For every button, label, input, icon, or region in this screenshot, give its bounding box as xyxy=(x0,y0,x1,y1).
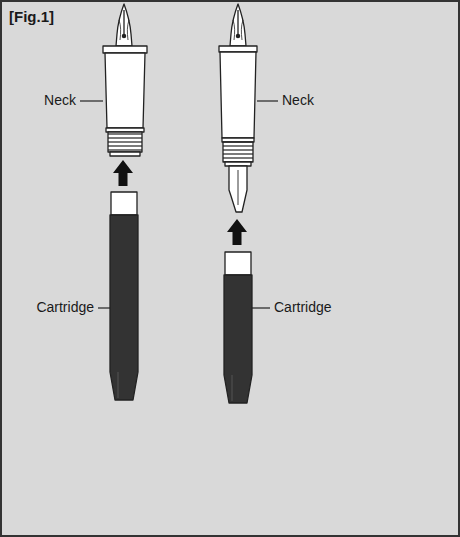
part-label-neck: Neck xyxy=(282,93,314,108)
left-pen xyxy=(103,4,147,400)
figure-title: [Fig.1] xyxy=(9,9,54,26)
leader-line xyxy=(80,100,103,101)
part-label-cartridge: Cartridge xyxy=(274,300,332,315)
part-label-cartridge: Cartridge xyxy=(36,300,94,315)
right-pen xyxy=(219,4,257,403)
leader-line xyxy=(257,100,278,101)
leader-line xyxy=(98,307,110,308)
leader-line xyxy=(252,307,270,308)
part-label-neck: Neck xyxy=(44,93,76,108)
leader-lines xyxy=(80,101,278,308)
